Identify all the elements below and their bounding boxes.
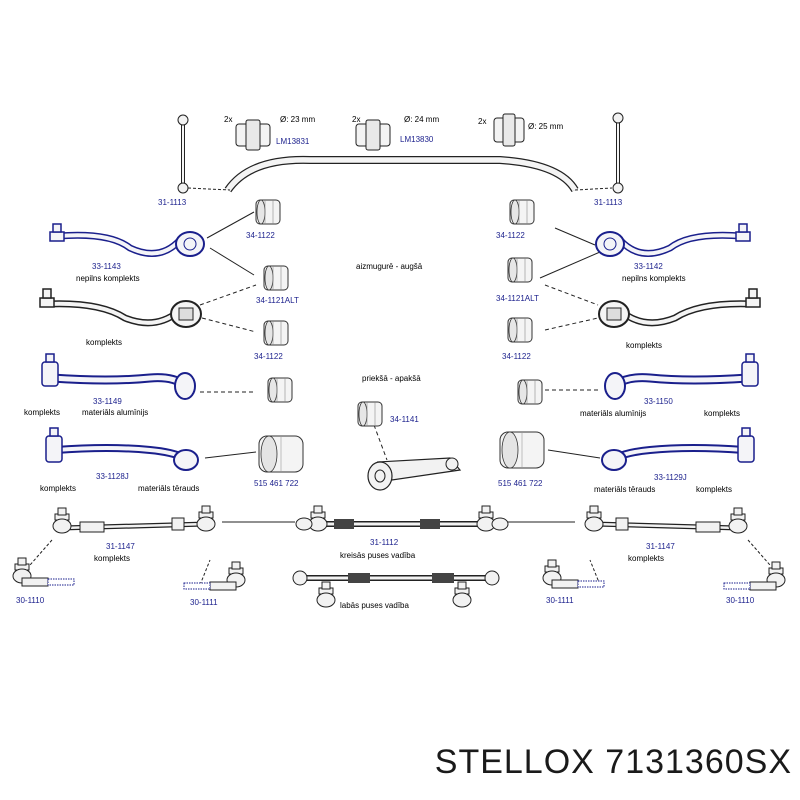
right-end-outer [723,561,786,591]
left-bushing-upper [255,199,281,225]
stab-bushing-2-diameter: Ø: 24 mm [404,115,440,124]
right-bushing-lower [507,317,533,343]
left-arm-3 [41,353,196,400]
left-bushing-lower-part: 34-1122 [254,352,283,361]
right-arm-4-desc-b: materiāls tērauds [594,485,656,494]
right-arm-4 [601,427,755,471]
stab-bushing-3-diameter: Ø: 25 mm [528,122,564,131]
right-arm-2 [598,288,761,328]
right-tie-rod-part: 31-1147 [646,542,675,551]
left-arm-1-desc: nepilns komplekts [76,274,140,283]
right-arm-3-part: 33-1150 [644,397,673,406]
left-arm-2 [39,288,202,328]
stab-bushing-2 [355,119,391,151]
right-arm-3-desc-a: komplekts [704,409,741,418]
stabilizer-bar [224,155,579,193]
right-bushing-upper [509,199,535,225]
track-rod-right [292,570,500,608]
left-tie-rod [52,505,216,534]
center-bushing-part: 34-1141 [390,415,419,424]
stab-bushing-2-qty: 2x [352,115,361,124]
left-arm-4-desc-a: komplekts [40,484,77,493]
right-arm-2-desc: komplekts [626,341,663,350]
stabilizer-link-right [574,112,624,194]
left-arm-3-part: 33-1149 [93,397,122,406]
stab-bushing-1-qty: 2x [224,115,233,124]
left-track-rod-label: kreisās puses vadība [340,551,416,560]
left-arm-1-part: 33-1143 [92,262,121,271]
right-arm-4-part: 33-1129J [654,473,687,482]
left-arm-3-desc-b: materiāls alumīnijs [82,408,149,417]
stab-bushing-3-qty: 2x [478,117,487,126]
stab-bushing-2-part: LM13830 [400,135,434,144]
right-arm-3-desc-b: materiāls alumīnijs [580,409,647,418]
right-bushing-4-part: 515 461 722 [498,479,543,488]
stabilizer-link-left [177,114,231,194]
stab-bushing-1-diameter: Ø: 23 mm [280,115,316,124]
center-bushing [357,401,383,427]
right-track-rod-label: labās puses vadība [340,601,409,610]
left-arm-4-desc-b: materiāls tērauds [138,484,200,493]
left-arm-2-desc: komplekts [86,338,123,347]
stab-link-right-part: 31-1113 [594,198,623,207]
left-bushing-4 [258,435,304,473]
stab-link-left-part: 31-1113 [158,198,187,207]
left-bushing-4-part: 515 461 722 [254,479,299,488]
right-arm-1-desc: nepilns komplekts [622,274,686,283]
left-tie-rod-desc: komplekts [94,554,131,563]
right-end-outer-part: 30-1110 [726,596,755,605]
left-end-outer [12,557,75,587]
brand-caption: STELLOX 7131360SX [434,743,792,781]
left-end-outer-part: 30-1110 [16,596,45,605]
right-arm-1 [595,223,751,257]
right-bushing-4 [499,431,545,469]
right-tie-rod [584,505,748,534]
stab-bushing-3 [493,113,525,147]
right-bushing-lower-part: 34-1122 [502,352,531,361]
left-bushing-lower [263,320,289,346]
left-tie-rod-part: 31-1147 [106,542,135,551]
front-lower-label: priekšā - apakšā [362,374,421,383]
left-arm-1 [49,223,205,257]
right-bushing-upper-part: 34-1122 [496,231,525,240]
right-tie-rod-desc: komplekts [628,554,665,563]
right-bushing-mid [507,257,533,283]
left-arm-3-desc-a: komplekts [24,408,61,417]
connector-lines [29,211,771,586]
left-bushing-mid-part: 34-1121ALT [256,296,299,305]
right-end-inner [542,559,605,589]
track-rod-left [295,505,509,532]
right-arm-1-part: 33-1142 [634,262,663,271]
left-bushing-3 [267,377,293,403]
right-arm-4-desc-a: komplekts [696,485,733,494]
left-end-inner-part: 30-1111 [190,598,218,607]
left-end-inner [183,561,246,591]
left-bushing-upper-part: 34-1122 [246,231,275,240]
stab-bushing-1-part: LM13831 [276,137,310,146]
right-end-inner-part: 30-1111 [546,596,574,605]
right-bushing-3 [517,379,543,405]
right-arm-3 [604,353,759,400]
rear-upper-label: aizmugurē - augšā [356,262,423,271]
left-arm-4 [45,427,199,471]
idler-arm [367,457,462,491]
track-rod-part: 31-1112 [370,538,399,547]
left-arm-4-part: 33-1128J [96,472,129,481]
stab-bushing-1 [235,119,271,151]
right-bushing-mid-part: 34-1121ALT [496,294,539,303]
left-bushing-mid [263,265,289,291]
